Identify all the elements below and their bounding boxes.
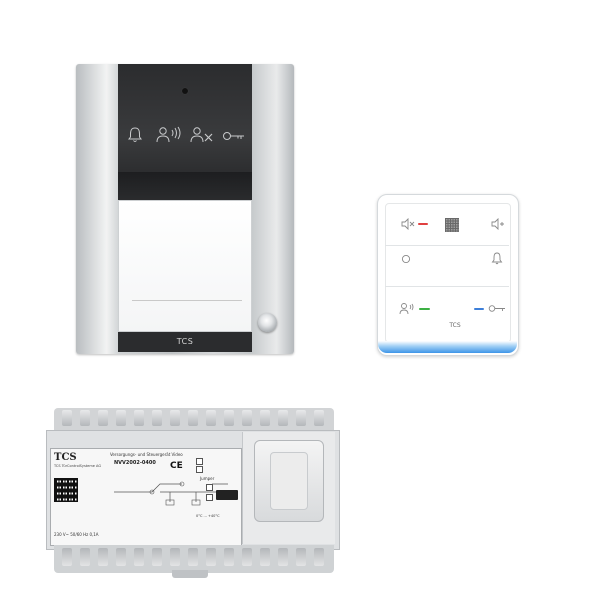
terminal [278,410,288,426]
terminal [188,410,198,426]
speaking-person-icon [156,126,181,143]
terminal [116,548,126,566]
blue-led-bar [378,341,517,353]
terminal [206,410,216,426]
terminal [80,410,90,426]
key-icon[interactable] [488,304,506,313]
switch[interactable] [196,458,203,465]
device-temperature: 0°C ... +40°C [196,514,220,518]
name-plate-line [132,300,242,301]
indoor-station-logo: TCS [449,322,461,329]
speaker-volume-icon[interactable] [491,218,505,230]
terminal [278,548,288,566]
terminal [152,410,162,426]
qr-code-icon [445,218,459,232]
terminal [260,410,270,426]
ce-mark: CE [170,461,183,471]
terminal [170,548,180,566]
terminal [314,410,324,426]
cover-knob-center [270,452,308,510]
terminal [62,410,72,426]
label-qr-code [54,478,78,502]
button-divider [385,286,509,287]
terminal [260,548,270,566]
speaker-mute-icon[interactable] [401,218,415,230]
circle-icon[interactable] [401,254,411,264]
terminal [62,548,72,566]
camera-lens [182,88,188,94]
door-station-dark-band [118,172,252,200]
terminal [116,410,126,426]
din-rail-clip [172,570,208,578]
talk-led [419,308,430,310]
terminal [98,410,108,426]
terminal [134,410,144,426]
device-brand: TCS [54,452,77,463]
dip-switch-block[interactable] [216,490,238,500]
terminal [206,548,216,566]
terminal [224,410,234,426]
jumper-label: Jumper [200,476,215,481]
name-plate [118,200,252,332]
terminal [296,548,306,566]
button-divider [385,245,509,246]
person-cancel-icon [190,127,213,143]
bell-icon [128,127,142,142]
terminal [152,548,162,566]
switch[interactable] [206,494,213,501]
wiring-diagram-graphic [114,481,228,506]
device-voltage: 230 V~ 50/60 Hz 0,1A [54,532,99,537]
terminal [296,410,306,426]
terminal [80,548,90,566]
mute-led [418,223,428,225]
terminal [314,548,324,566]
terminal [242,548,252,566]
switch[interactable] [206,484,213,491]
device-description: Versorgungs- und Steuergerät Video [110,452,183,457]
terminal [188,548,198,566]
call-button[interactable] [258,313,277,332]
door-station-logo: TCS [118,332,252,352]
device-model: NVV2002-0400 [114,460,156,466]
wiring-diagram [112,474,230,508]
person-voice-icon[interactable] [399,302,415,315]
key-icon [223,132,244,140]
terminal [224,548,234,566]
device-company: TCS TürControlSysteme AG [54,464,102,468]
switch[interactable] [196,466,203,473]
bell-icon[interactable] [491,252,503,265]
terminal [242,410,252,426]
terminal [98,548,108,566]
terminal [134,548,144,566]
terminal [170,410,180,426]
door-led [474,308,484,310]
